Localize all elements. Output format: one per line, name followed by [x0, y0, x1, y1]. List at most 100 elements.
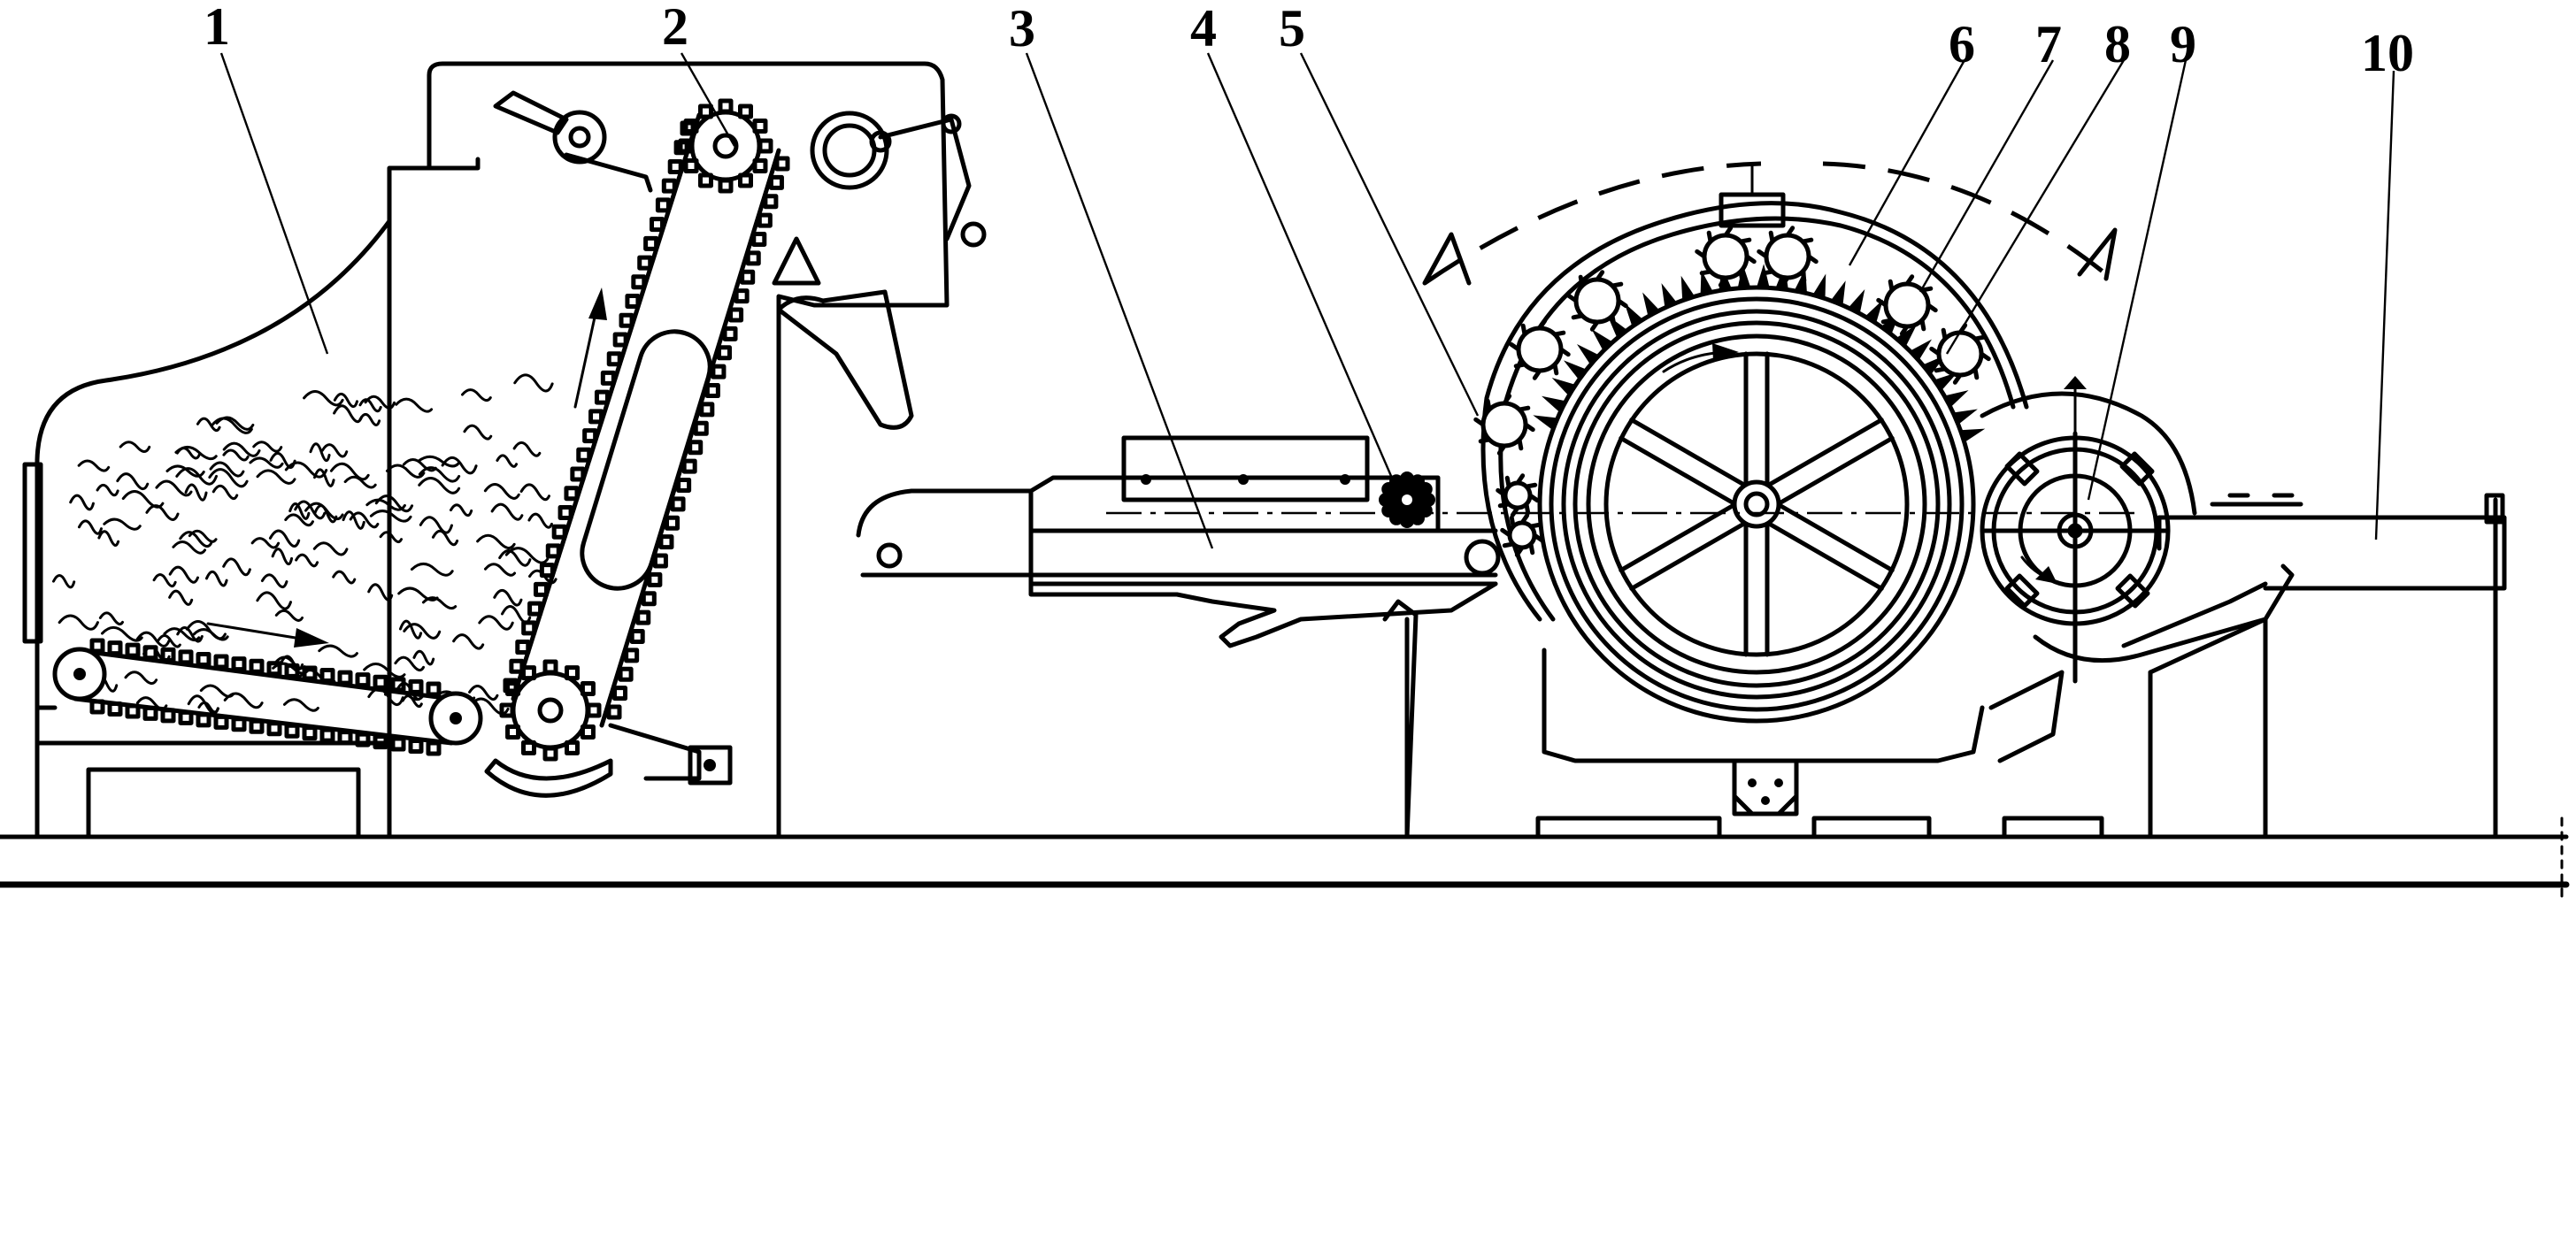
- cotton-tuft: [77, 519, 103, 535]
- cotton-tuft: [152, 572, 177, 588]
- cotton-tuft: [135, 631, 171, 648]
- cotton-tuft: [52, 574, 76, 589]
- cotton-tuft: [188, 529, 218, 543]
- cotton-tuft: [417, 455, 460, 468]
- cotton-tuft: [501, 605, 532, 625]
- cotton-tuft: [493, 588, 523, 607]
- label-1: 1: [204, 0, 230, 56]
- leader-lines: [219, 52, 2395, 549]
- cotton-tuft: [527, 512, 553, 529]
- cotton-tuft: [513, 373, 554, 393]
- cotton-tuft: [365, 498, 406, 511]
- cotton-tuft: [96, 483, 119, 497]
- cotton-tuft: [100, 625, 143, 642]
- cotton-tuft: [97, 530, 120, 547]
- cotton-tuft: [431, 529, 459, 547]
- main-cylinder: [1106, 161, 2142, 839]
- cotton-tuft: [294, 500, 327, 520]
- cotton-tuft: [452, 633, 485, 650]
- cotton-tuft: [412, 649, 435, 666]
- label-4: 4: [1190, 0, 1217, 57]
- cotton-tuft: [256, 591, 292, 610]
- cotton-tuft: [77, 459, 111, 472]
- cotton-tuft: [358, 412, 381, 426]
- cotton-tuft: [313, 504, 338, 524]
- hopper-top-mechanism: [493, 90, 987, 248]
- cotton-tuft: [483, 483, 520, 500]
- cotton-tuft: [168, 589, 194, 606]
- label-3: 3: [1009, 0, 1035, 57]
- cotton-tuft: [187, 694, 219, 715]
- cotton-tuft: [303, 390, 344, 407]
- cotton-tuft: [394, 655, 426, 672]
- cotton-tuft: [222, 448, 250, 462]
- label-5: 5: [1279, 0, 1305, 57]
- cotton-tuft: [175, 447, 202, 460]
- cotton-tuft: [519, 483, 550, 502]
- cotton-tuft: [176, 625, 204, 643]
- cotton-tuft: [419, 516, 453, 534]
- cotton-tuft: [364, 395, 396, 410]
- cotton-tuft: [121, 490, 165, 509]
- cotton-tuft: [211, 417, 253, 434]
- cotton-tuft: [268, 529, 301, 548]
- feed-section: [856, 435, 1501, 839]
- cotton-tuft: [504, 547, 550, 564]
- cotton-tuft: [421, 596, 458, 610]
- part-labels: 1 2 3 4 5 6 7 8 9 10: [204, 0, 2414, 82]
- cotton-tuft: [116, 472, 150, 491]
- bottom-lattice: [52, 622, 483, 756]
- cotton-tuft: [403, 623, 442, 640]
- cotton-tuft: [358, 398, 382, 413]
- cotton-tuft: [222, 557, 251, 577]
- cotton-tuft: [468, 685, 499, 701]
- cotton-tuft: [318, 644, 358, 658]
- cotton-tuft: [208, 468, 249, 488]
- cotton-tuft: [304, 502, 344, 521]
- cotton-tuft: [363, 662, 406, 678]
- cotton-tuft: [209, 461, 245, 478]
- cotton-tuft: [309, 442, 331, 463]
- cotton-tuft: [284, 461, 328, 479]
- cotton-tuft: [256, 469, 296, 485]
- cotton-tuft: [374, 494, 414, 513]
- label-7: 7: [2035, 15, 2062, 73]
- cotton-tuft: [490, 502, 524, 521]
- cotton-tuft: [249, 456, 284, 469]
- cotton-tuft: [179, 531, 212, 548]
- cotton-tuft: [441, 456, 478, 475]
- label-2: 2: [662, 0, 688, 56]
- cotton-tuft: [385, 464, 426, 479]
- cotton-tuft: [199, 684, 235, 698]
- cotton-tuft: [269, 451, 296, 469]
- cotton-tuft: [349, 511, 380, 529]
- cotton-tuft: [172, 540, 207, 555]
- cotton-tuft: [329, 462, 370, 481]
- cotton-tuft: [402, 458, 437, 472]
- cotton-tuft: [260, 573, 288, 589]
- cotton-tuft: [163, 627, 201, 642]
- cotton-tuft: [58, 614, 99, 631]
- floor: [0, 816, 2570, 900]
- cotton-tuft: [124, 671, 158, 686]
- cotton-tuft: [155, 479, 193, 497]
- cotton-tuft: [222, 441, 261, 457]
- cotton-tuft: [274, 609, 304, 622]
- cotton-tuft: [496, 454, 519, 468]
- cotton-tuft: [157, 634, 181, 648]
- cotton-tuft: [369, 510, 412, 523]
- cotton-tuft: [332, 570, 357, 585]
- cotton-tuft: [461, 388, 492, 402]
- label-10: 10: [2361, 24, 2414, 82]
- cotton-tuft: [418, 477, 461, 494]
- cotton-tuft: [463, 424, 493, 441]
- cotton-tuft: [252, 441, 283, 453]
- cotton-tuft: [211, 484, 239, 501]
- cotton-tuft: [449, 503, 473, 517]
- cotton-tuft: [397, 586, 439, 602]
- cotton-tuft: [185, 619, 227, 640]
- cotton-tuft: [98, 611, 124, 626]
- cotton-tuft: [333, 392, 359, 409]
